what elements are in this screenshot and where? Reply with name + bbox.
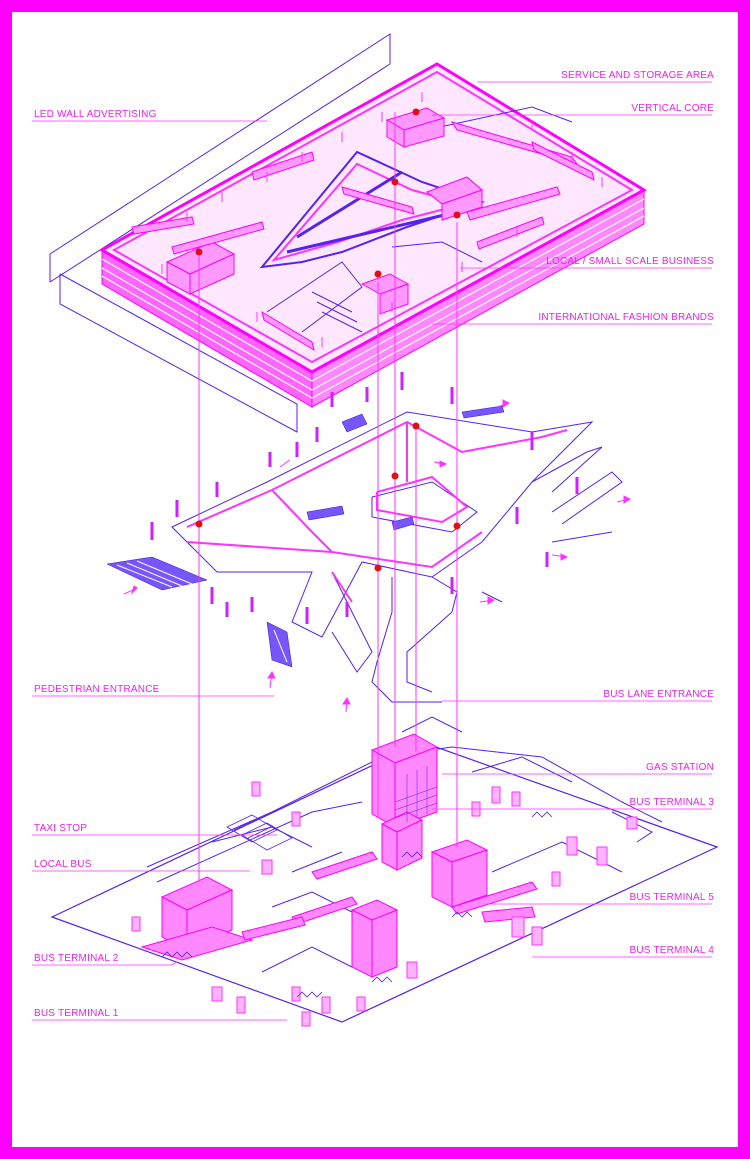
label-pedestrian-entrance: PEDESTRIAN ENTRANCE (34, 684, 160, 695)
label-service-storage: SERVICE AND STORAGE AREA (561, 70, 714, 81)
terminal-panels (131, 781, 638, 1027)
label-fashion-brands: INTERNATIONAL FASHION BRANDS (538, 312, 714, 323)
label-bus-terminal-2: BUS TERMINAL 2 (34, 953, 119, 964)
labels: SERVICE AND STORAGE AREA VERTICAL CORE L… (34, 70, 714, 1019)
exploded-axonometric-diagram: SERVICE AND STORAGE AREA VERTICAL CORE L… (32, 33, 719, 1027)
concourse-columns (150, 372, 579, 624)
mall-level (49, 33, 647, 433)
concourse-arrows (123, 399, 631, 713)
led-wall-planes (49, 33, 391, 433)
terminal-level (50, 716, 719, 1027)
core-markers (195, 108, 461, 572)
label-bus-terminal-5: BUS TERMINAL 5 (630, 892, 715, 903)
label-taxi-stop: TAXI STOP (34, 823, 87, 834)
vertical-connectors (198, 112, 458, 882)
concourse-level (106, 372, 631, 713)
leader-lines (32, 81, 712, 1021)
mall-slab (98, 62, 647, 408)
label-vertical-core: VERTICAL CORE (631, 103, 714, 114)
label-bus-terminal-4: BUS TERMINAL 4 (630, 945, 715, 956)
concourse-stairs (106, 405, 505, 668)
label-gas-station: GAS STATION (646, 762, 714, 773)
label-led-wall: LED WALL ADVERTISING (34, 109, 157, 120)
label-bus-terminal-1: BUS TERMINAL 1 (34, 1008, 119, 1019)
label-bus-terminal-3: BUS TERMINAL 3 (630, 797, 715, 808)
taxi-stop-grid (226, 814, 293, 851)
label-bus-lane-entrance: BUS LANE ENTRANCE (603, 689, 714, 700)
label-local-bus: LOCAL BUS (34, 859, 92, 870)
mall-shops (131, 107, 595, 352)
mall-arrows (161, 92, 603, 347)
diagram-frame: SERVICE AND STORAGE AREA VERTICAL CORE L… (12, 12, 738, 1147)
label-local-business: LOCAL / SMALL SCALE BUSINESS (546, 256, 714, 267)
terminal-stairs (161, 811, 553, 998)
